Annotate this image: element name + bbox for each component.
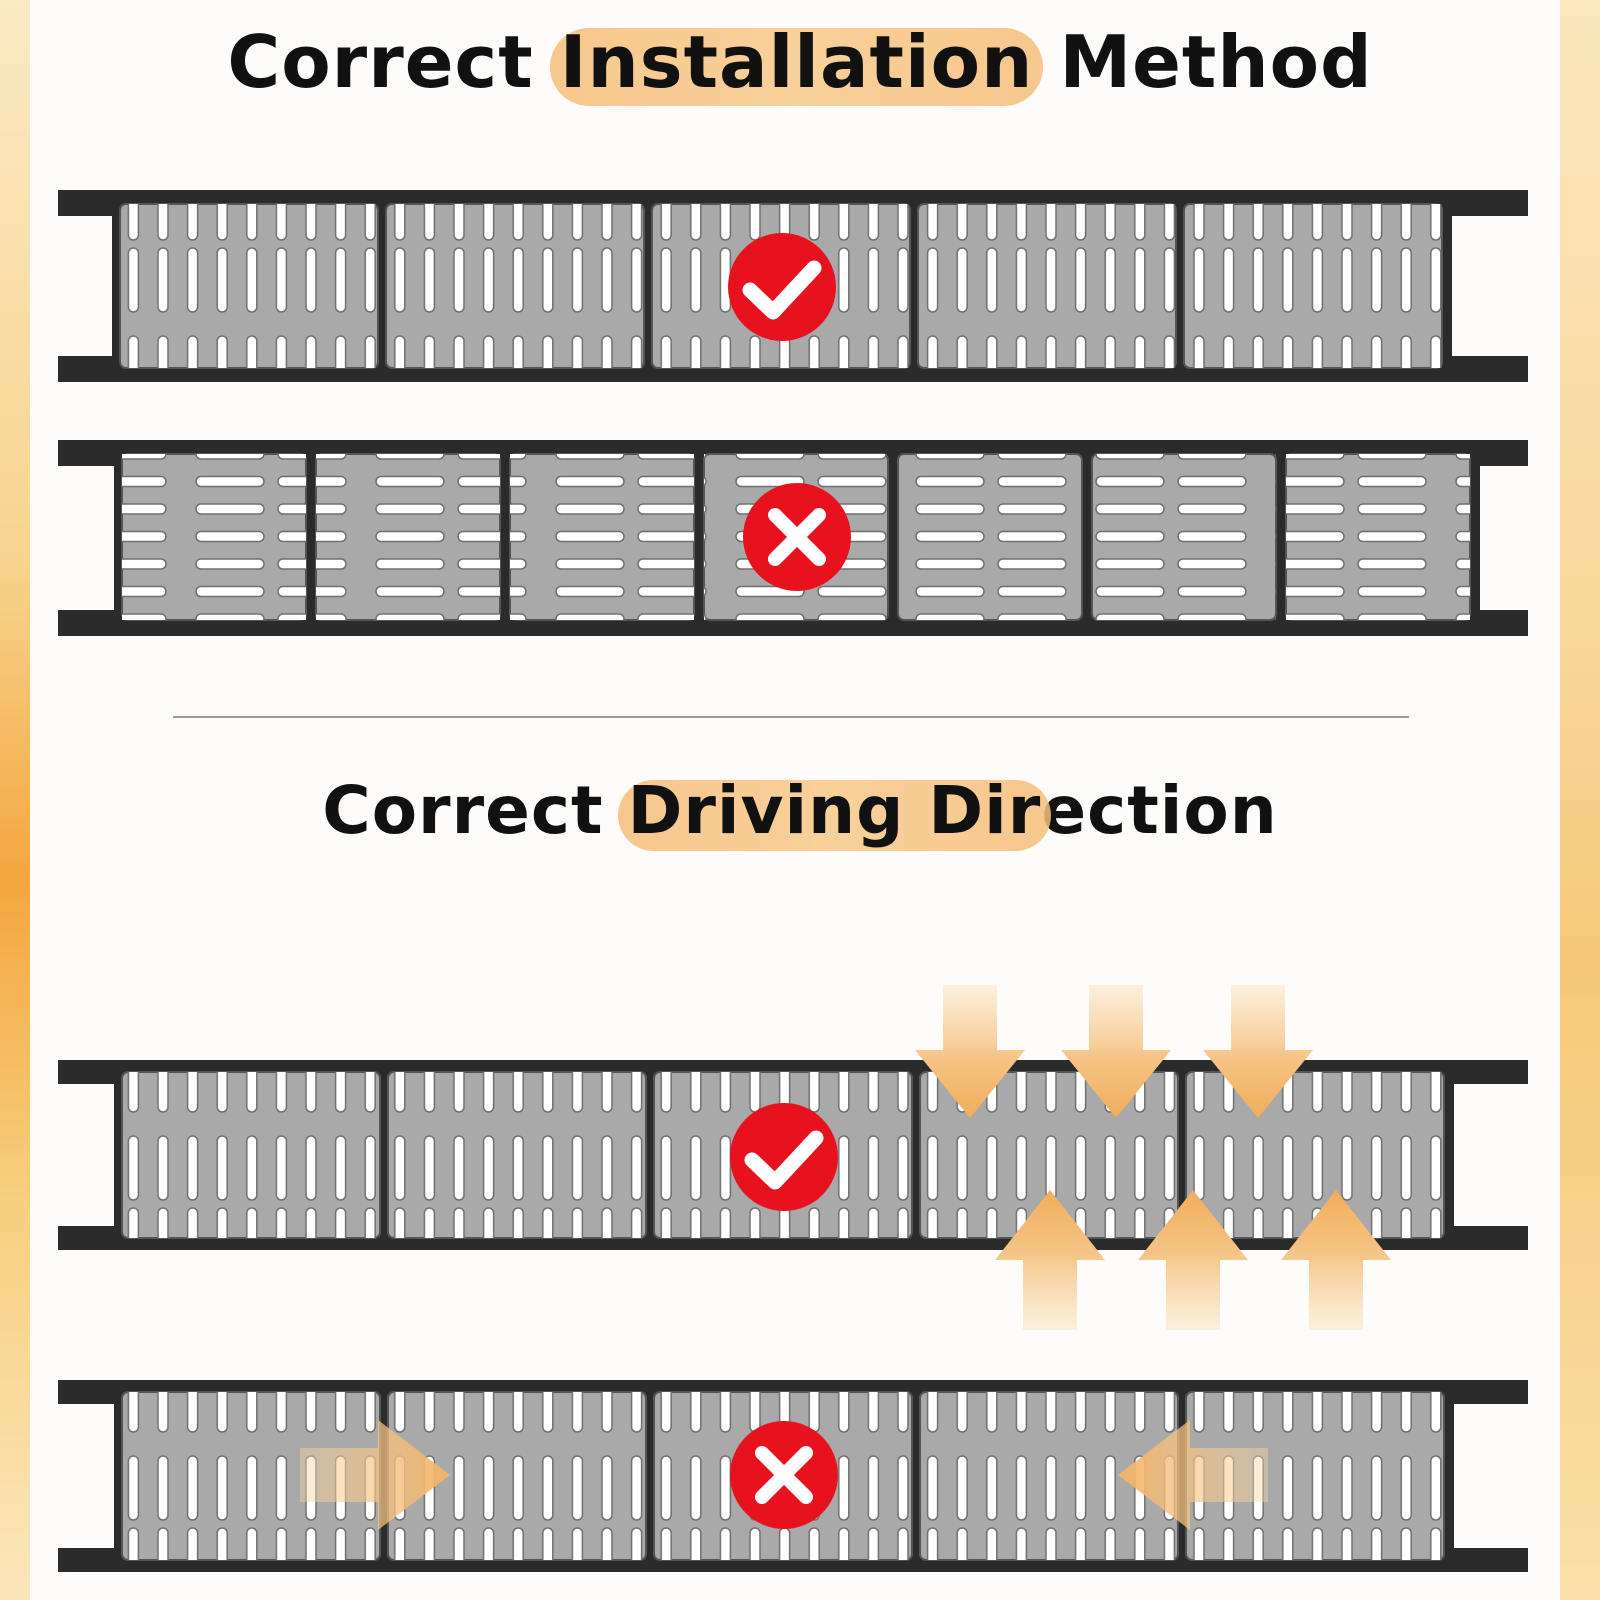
title-highlight-installation: Installation <box>559 20 1034 104</box>
title-part-method: Method <box>1033 20 1373 104</box>
tile-slots <box>1186 1072 1444 1238</box>
tile-row <box>121 453 1471 621</box>
right-edge-decoration <box>1560 0 1600 1600</box>
tile-slots <box>316 454 500 620</box>
tile-slots <box>388 1072 646 1238</box>
arrow-down-icon <box>1061 985 1171 1118</box>
section-divider <box>173 716 1409 718</box>
cross-icon <box>730 1421 838 1529</box>
tile-slots <box>1286 454 1470 620</box>
arrow-down-icon <box>1203 985 1313 1118</box>
tile-slots <box>898 454 1082 620</box>
tile-slots <box>510 454 694 620</box>
title-part-correct: Correct <box>322 772 628 849</box>
driving-direction-title: Correct Driving Direction <box>0 772 1600 849</box>
tile-slots <box>1184 204 1442 368</box>
arrow-up-icon <box>1281 1190 1391 1330</box>
tile-slots <box>120 204 378 368</box>
installation-method-title: Correct Installation Method <box>0 20 1600 104</box>
arrow-up-icon <box>1138 1190 1248 1330</box>
up-arrows <box>995 1190 1391 1330</box>
title-highlight-driving: Driving Dir <box>627 772 1042 849</box>
arrow-right-icon <box>300 1420 450 1530</box>
arrow-down-icon <box>915 985 1025 1118</box>
drive-wrong-row <box>58 1380 1528 1572</box>
arrow-left-icon <box>1118 1420 1268 1530</box>
tile-slots <box>122 454 306 620</box>
left-edge-decoration <box>0 0 30 1600</box>
install-wrong-row <box>58 440 1528 636</box>
tile-slots <box>386 204 644 368</box>
tile-slots <box>1092 454 1276 620</box>
check-icon <box>730 1103 838 1211</box>
drive-correct-row <box>58 985 1528 1330</box>
arrow-up-icon <box>995 1190 1105 1330</box>
check-icon <box>728 233 836 341</box>
title-part-direction: ection <box>1041 772 1278 849</box>
install-correct-row <box>58 190 1528 382</box>
title-part-correct: Correct <box>227 20 560 104</box>
down-arrows <box>915 985 1313 1118</box>
tile-slots <box>918 204 1176 368</box>
tile-slots <box>122 1072 380 1238</box>
cross-icon <box>743 483 851 591</box>
